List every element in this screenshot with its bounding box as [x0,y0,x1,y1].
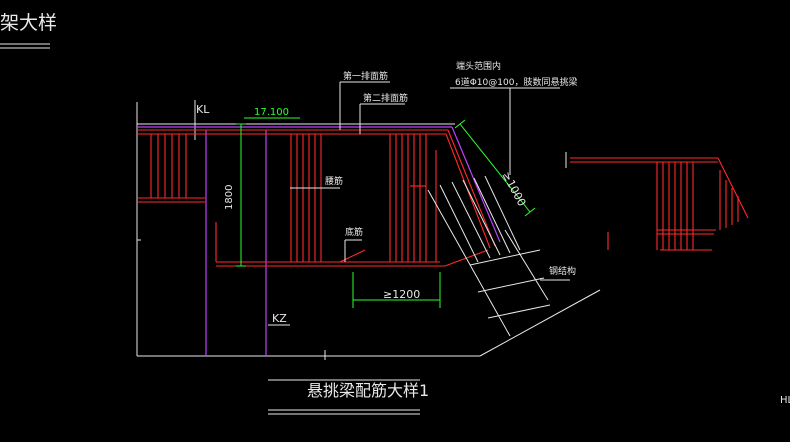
edge-label-right: HL [780,395,790,406]
steel-member [427,175,551,337]
right-section-detail [570,157,749,251]
stirrups-middle [290,134,322,262]
top-title-underline [0,43,50,49]
end-stirrup-spec-label: 6道Φ10@100，肢数同悬挑梁 [455,78,578,88]
kl-label: KL [196,103,210,116]
column-lines [137,126,501,356]
waist-bar-label: 腰筋 [325,177,344,187]
rebar-lines [137,129,496,267]
elevation-label: 17.100 [254,107,289,118]
row2-top-bar-label: 第二排面筋 [363,94,409,104]
height-dimension: 1800 [224,184,235,210]
kz-label: KZ [272,312,287,325]
row1-top-bar-label: 第一排面筋 [343,72,389,82]
dimension-lines [236,117,536,308]
main-title: 悬挑梁配筋大样1 [307,381,430,400]
steel-member-label: 钢结构 [549,267,577,277]
length-dimension: ≥1200 [383,288,421,301]
bottom-bar-label: 底筋 [345,228,364,238]
stirrups-left [150,134,187,198]
stirrups-right [389,134,427,262]
top-left-title: 架大样 [0,12,58,34]
leader-lines [268,81,570,415]
structure-outline [136,100,601,360]
end-zone-label: 端头范围内 [456,62,502,72]
